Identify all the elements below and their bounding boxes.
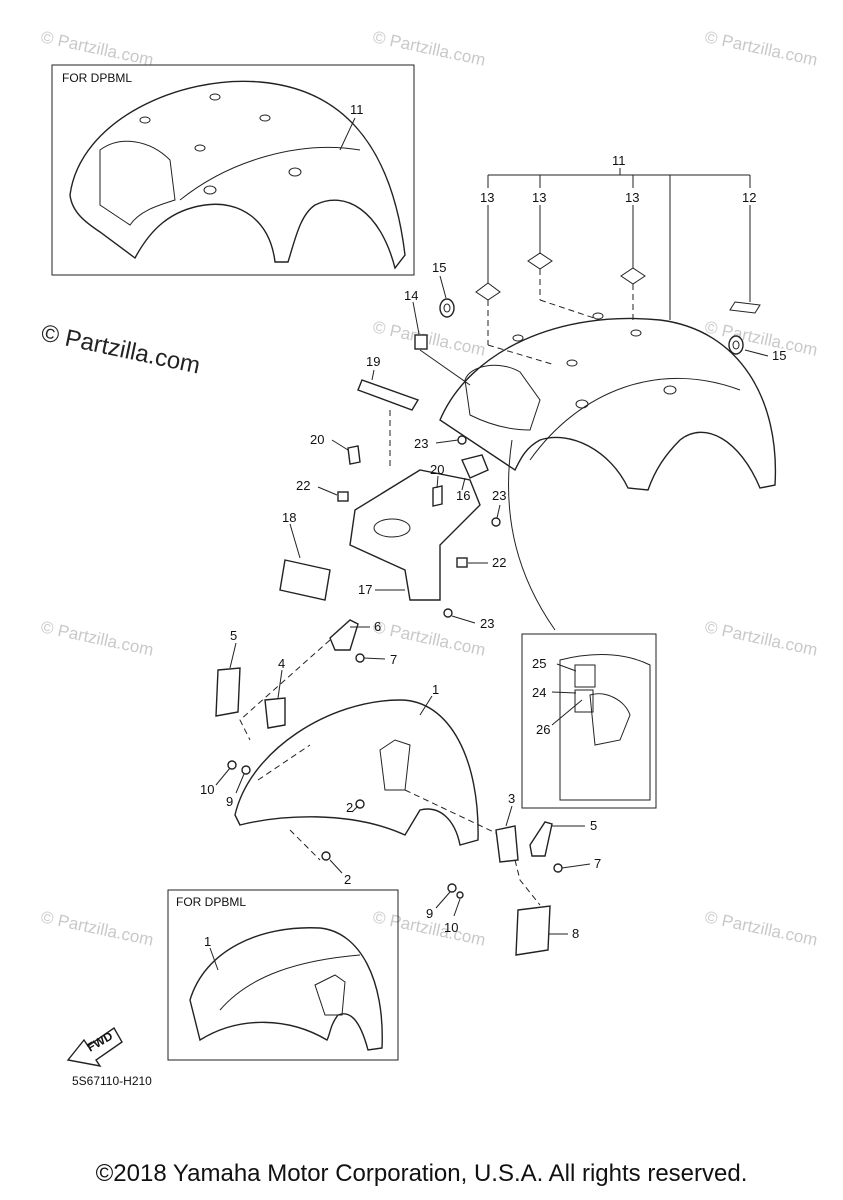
- callout-13: 13: [480, 190, 494, 205]
- part-20: [432, 485, 443, 507]
- callout-26: 26: [536, 722, 550, 737]
- watermark: © Partzilla.com: [39, 907, 155, 949]
- bracket-4: [264, 697, 286, 729]
- callout-11: 11: [350, 102, 364, 117]
- callout-22: 22: [492, 555, 506, 570]
- inset-rear-fender: FOR DPBML 11: [51, 64, 415, 276]
- part-21: [347, 445, 361, 465]
- rear-fender-assembly: 11 13 13 13 12 15 15 14: [404, 153, 786, 631]
- license-bracket-assembly: 19 17 18 20 20 22 22 16 23 23 23 23: [279, 354, 506, 631]
- callout-13: 13: [532, 190, 546, 205]
- callout-17: 17: [358, 582, 372, 597]
- watermark: © Partzilla.com: [39, 617, 155, 659]
- callout-24: 24: [532, 685, 546, 700]
- callout-4: 4: [278, 656, 285, 671]
- screw-7: [355, 653, 365, 663]
- callout-15: 15: [432, 260, 446, 275]
- callout-12: 12: [742, 190, 756, 205]
- plate-19: [357, 379, 420, 411]
- watermark: © Partzilla.com: [371, 27, 487, 69]
- part-6: [329, 619, 359, 651]
- callout-2: 2: [346, 800, 353, 815]
- inset-label: FOR DPBML: [176, 895, 246, 909]
- watermark-large: © Partzilla.com: [39, 319, 203, 379]
- nut-10: [227, 760, 237, 770]
- callout-10: 10: [444, 920, 458, 935]
- callout-1: 1: [204, 934, 211, 949]
- callout-10: 10: [200, 782, 214, 797]
- detail-inset: 25 24 26: [521, 633, 657, 809]
- copyright-notice: ©2018 Yamaha Motor Corporation, U.S.A. A…: [95, 1160, 748, 1187]
- watermark: © Partzilla.com: [703, 27, 819, 69]
- clip-14: [414, 334, 428, 350]
- callout-19: 19: [366, 354, 380, 369]
- callout-1: 1: [432, 682, 439, 697]
- callout-23: 23: [480, 616, 494, 631]
- inset-front-fender: FOR DPBML 1: [167, 889, 399, 1061]
- diagram-code: 5S67110-H210: [72, 1074, 152, 1088]
- callout-8: 5: [230, 628, 237, 643]
- callout-21: 20: [310, 432, 324, 447]
- fwd-arrow: FWD: [66, 1026, 123, 1067]
- callout-14: 14: [404, 288, 418, 303]
- watermark: © Partzilla.com: [39, 27, 155, 69]
- callout-8: 8: [572, 926, 579, 941]
- watermark: © Partzilla.com: [371, 617, 487, 659]
- callout-9: 9: [226, 794, 233, 809]
- callout-20: 20: [430, 462, 444, 477]
- bolt-2: [321, 851, 331, 861]
- callout-6: 6: [374, 619, 381, 634]
- callout-13: 13: [625, 190, 639, 205]
- front-fender-assembly: 1 2 2 5 4 6 7 10 9 3 5 7: [200, 619, 601, 956]
- callout-5: 5: [590, 818, 597, 833]
- screw-7: [553, 863, 563, 873]
- callout-9: 9: [426, 906, 433, 921]
- screw-23: [491, 517, 501, 527]
- nut-10: [456, 891, 464, 899]
- callout-15: 15: [772, 348, 786, 363]
- callout-23: 23: [492, 488, 506, 503]
- decal-12: [729, 301, 761, 314]
- callout-7: 7: [390, 652, 397, 667]
- washer-9: [447, 883, 457, 893]
- reflector-8: [215, 667, 241, 717]
- callout-25: 25: [532, 656, 546, 671]
- callout-22: 22: [296, 478, 310, 493]
- watermark: © Partzilla.com: [703, 907, 819, 949]
- screw-23: [443, 608, 453, 618]
- part-22: [337, 491, 349, 502]
- watermark: © Partzilla.com: [371, 317, 487, 359]
- washer-9: [241, 765, 251, 775]
- callout-16: 16: [456, 488, 470, 503]
- watermark: © Partzilla.com: [703, 617, 819, 659]
- callout-23: 23: [414, 436, 428, 451]
- bracket-3: [495, 825, 519, 863]
- grommet-15: [439, 298, 455, 318]
- inset-label: FOR DPBML: [62, 71, 132, 85]
- screw-23: [457, 435, 467, 445]
- part-16: [461, 454, 489, 479]
- decal-13b: [527, 252, 553, 270]
- decal-13c: [620, 267, 646, 285]
- plate-18: [279, 559, 331, 601]
- callout-3: 3: [508, 791, 515, 806]
- bracket-17: [349, 469, 481, 601]
- callout-18: 18: [282, 510, 296, 525]
- decal-13a: [475, 282, 501, 301]
- part-22: [456, 557, 468, 568]
- grommet-15: [728, 335, 744, 355]
- reflector-8: [515, 905, 551, 956]
- callout-7: 7: [594, 856, 601, 871]
- callout-2: 2: [344, 872, 351, 887]
- part-5: [529, 821, 553, 857]
- callout-11: 11: [612, 153, 626, 168]
